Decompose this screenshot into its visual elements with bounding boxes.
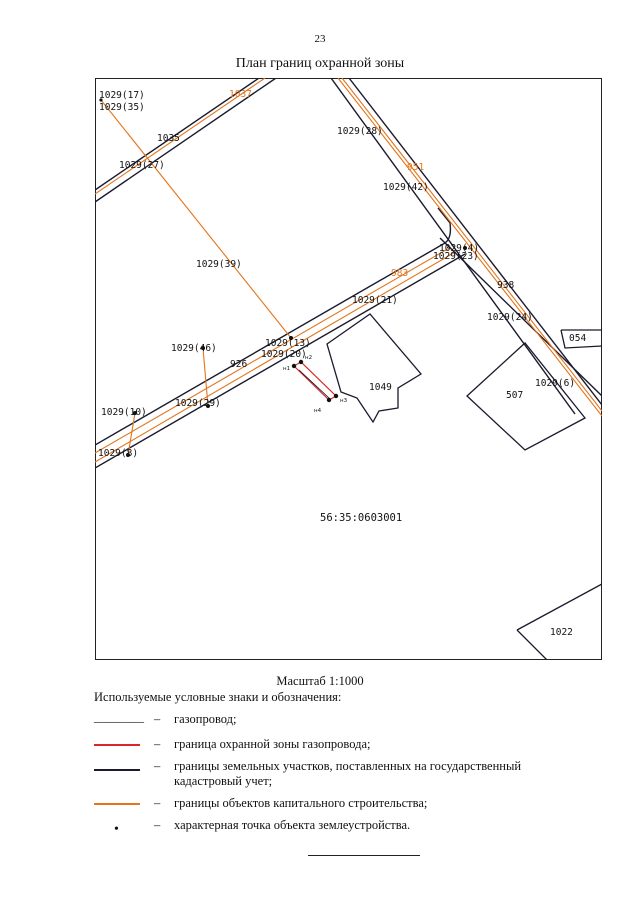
orange-segment: [127, 412, 136, 456]
legend-item-gas-pipeline: ________ – газопровод;: [94, 710, 574, 730]
legend-intro: Используемые условные знаки и обозначени…: [94, 690, 342, 704]
orange-segment: [202, 347, 209, 407]
point-label-n4: н4: [314, 408, 322, 414]
parcel-label: 1029(20): [261, 349, 307, 360]
legend-swatch-black: [94, 769, 140, 771]
parcel-label: 926: [230, 359, 247, 370]
parcel-label: 1029(23): [433, 251, 479, 262]
legend-item-characteristic-point: • – характерная точка объекта землеустро…: [94, 818, 574, 837]
legend-dash: –: [154, 818, 161, 832]
parcel-label: 1029(17): [99, 90, 145, 101]
parcel-label: 1029(46): [171, 343, 217, 354]
legend-dash: –: [154, 737, 161, 751]
building-1049: [326, 313, 422, 424]
legend-point-symbol: •: [114, 822, 119, 837]
cadastral-quarter-label: 56:35:0603001: [320, 512, 402, 524]
parcel-label: 1035: [157, 133, 180, 144]
road-top-left: [95, 78, 277, 203]
parcel-label: 1029(28): [337, 126, 383, 137]
legend-description: характерная точка объекта землеустройств…: [174, 818, 411, 832]
protection-zone: [293, 361, 337, 401]
plan-title: План границ охранной зоны: [235, 56, 405, 71]
parcel-label: 1029(8): [98, 448, 138, 459]
orange-diagonal: [100, 99, 292, 339]
parcel-label: 1029(21): [352, 295, 398, 306]
point-label-n2: н2: [305, 355, 312, 361]
object-label: 983: [391, 268, 408, 279]
building-507: [466, 342, 586, 451]
legend-item-capital-construction: – границы объектов капитального строител…: [94, 796, 574, 814]
road-main: [95, 207, 466, 469]
point-label-n3: н3: [340, 398, 348, 404]
legend-item-land-parcels: – границы земельных участков, поставленн…: [94, 759, 574, 793]
legend-swatch-orange: [94, 803, 140, 805]
legend-dash: –: [154, 759, 161, 773]
parcel-label: 1029(13): [265, 338, 311, 349]
parcel-label: 1029(29): [175, 398, 221, 409]
parcel-label: 1029(35): [99, 102, 145, 113]
parcel-label: 054: [569, 333, 586, 344]
road-right-orange: [337, 78, 602, 417]
map-frame: [95, 78, 602, 660]
parcel-label: 1049: [369, 382, 392, 393]
object-label: 951: [407, 162, 424, 173]
characteristic-points: [99, 98, 467, 457]
cadastral-map: н1 н2 н3 н4 1029(17) 1029(35) 1035 1029(…: [95, 78, 602, 660]
parcel-label: 1029(6): [535, 378, 575, 389]
parcel-label: 1029(42): [383, 182, 429, 193]
page-number: 23: [314, 33, 326, 45]
road-main-orange: [95, 246, 458, 463]
legend-dash: –: [154, 712, 161, 726]
legend-description: газопровод;: [174, 712, 237, 726]
legend-description: границы объектов капитального строительс…: [174, 796, 428, 810]
road-right: [330, 78, 602, 415]
parcel-1022: [516, 583, 602, 631]
legend-swatch-red: [94, 744, 140, 746]
legend-description: границы земельных участков, поставленных…: [174, 759, 522, 788]
object-label: 1037: [229, 89, 252, 100]
parcel-label: 1029(39): [196, 259, 242, 270]
parcel-label: 1029(10): [101, 407, 147, 418]
parcel-label: 1029(24): [487, 312, 533, 323]
point-label-n1: н1: [283, 366, 290, 372]
parcel-label: 507: [506, 390, 523, 401]
parcel-label: 1029(27): [119, 160, 165, 171]
scale-label: Масштаб 1:1000: [276, 674, 364, 688]
legend-dash: –: [154, 796, 161, 810]
road-top-left-orange: [95, 78, 266, 195]
legend-sample-underscore: ________: [94, 710, 144, 724]
parcel-label: 1022: [550, 627, 573, 638]
signature-line: [308, 855, 420, 856]
legend-item-protection-zone: – граница охранной зоны газопровода;: [94, 737, 574, 755]
parcel-label: 1029(4): [439, 243, 479, 254]
parcel-label: 938: [497, 280, 514, 291]
legend-description: граница охранной зоны газопровода;: [174, 737, 371, 751]
